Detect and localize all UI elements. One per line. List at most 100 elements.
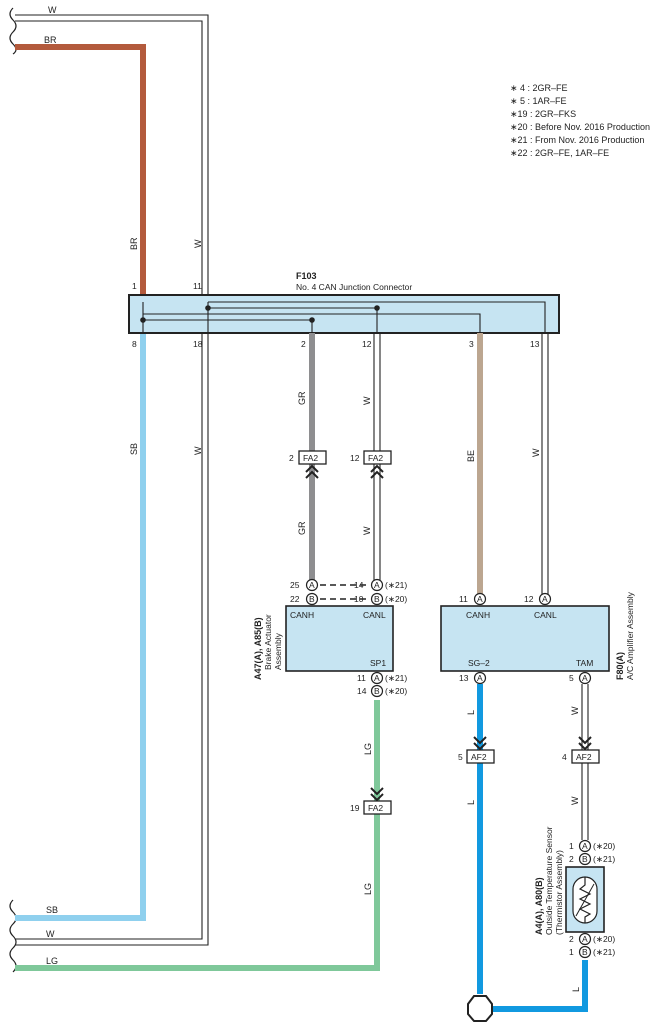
wire-label-be: BE xyxy=(466,450,476,462)
brake-pin-letter: B xyxy=(374,686,380,696)
ac-name: A/C Amplifier Assembly xyxy=(625,591,635,680)
connector-fa2-gr: FA2 2 xyxy=(289,450,327,479)
brake-canl: CANL xyxy=(363,610,386,620)
connector-fa2-lg-pin: 19 xyxy=(350,803,360,813)
sensor-pins-top: 1 A (∗20) 2 B (∗21) xyxy=(569,839,615,866)
brake-name-1: Brake Actuator xyxy=(263,614,273,670)
wire-label-gr-2: GR xyxy=(297,521,307,535)
wire-label-w12-2: W xyxy=(362,526,372,535)
wire-label-br: BR xyxy=(129,237,139,250)
ac-pin-letter: A xyxy=(542,594,548,604)
brake-pin-letter: B xyxy=(309,594,315,604)
brake-name-2: Assembly xyxy=(273,632,283,670)
wire-label-lg-1: LG xyxy=(363,743,373,755)
brake-pin-letter: A xyxy=(374,580,380,590)
wire-br xyxy=(15,44,146,302)
ground-icon xyxy=(467,995,493,1022)
ac-pin-11: 11 xyxy=(459,594,468,604)
brake-canh: CANH xyxy=(290,610,314,620)
sensor-pin-2b: 2 xyxy=(569,934,574,944)
sensor-pin-letter: A xyxy=(582,841,588,851)
brake-sp1: SP1 xyxy=(370,658,386,668)
connector-fa2-lg: FA2 19 xyxy=(350,787,392,815)
wire-label-lg-2: LG xyxy=(363,883,373,895)
sensor-tag-20b: (∗20) xyxy=(593,934,615,944)
wire-label-w-bottom: W xyxy=(46,929,55,939)
sensor-tag-20: (∗20) xyxy=(593,841,615,851)
ac-pin-letter: A xyxy=(477,673,483,683)
chevron-icon xyxy=(370,464,384,479)
wire-label-l-2: L xyxy=(466,800,476,805)
note-2: ∗ 5 : 1AR–FE xyxy=(510,96,567,106)
connector-fa2-w: FA2 12 xyxy=(350,450,392,479)
wire-w-top xyxy=(15,14,209,946)
wire-label-w11: W xyxy=(193,239,203,248)
sensor-name-2: (Thermistor Assembly) xyxy=(554,850,564,935)
sensor-tag-21: (∗21) xyxy=(593,854,615,864)
junction-pin-3: 3 xyxy=(469,339,474,349)
connector-af2-l-pin: 5 xyxy=(458,752,463,762)
wire-label-sb: SB xyxy=(129,443,139,455)
wire-break-marks xyxy=(9,7,17,973)
ac-pin-letter: A xyxy=(477,594,483,604)
ac-pin-letter: A xyxy=(582,673,588,683)
note-4: ∗20 : Before Nov. 2016 Production xyxy=(510,122,650,132)
brake-pin-letter: A xyxy=(374,673,380,683)
brake-tag-20: (∗20) xyxy=(385,594,407,604)
brake-id: A47(A), A85(B) xyxy=(253,617,263,680)
connector-af2-l-name: AF2 xyxy=(471,752,487,762)
ac-pin-12: 12 xyxy=(524,594,534,604)
brake-pin-10: 10 xyxy=(354,594,364,604)
brake-sp1-pins: 11 A (∗21) 14 B (∗20) xyxy=(357,671,407,698)
ac-id: F80(A) xyxy=(615,652,625,680)
sensor-pin-letter: B xyxy=(582,854,588,864)
junction-pin-12: 12 xyxy=(362,339,372,349)
sensor-pin-letter: B xyxy=(582,947,588,957)
chevron-icon xyxy=(473,736,487,751)
wire-label-br-top: BR xyxy=(44,35,57,45)
junction-id: F103 xyxy=(296,271,317,281)
brake-pin-22: 22 xyxy=(290,594,300,604)
ac-pin-5: 5 xyxy=(569,673,574,683)
junction-pin-2: 2 xyxy=(301,339,306,349)
wire-label-gr-1: GR xyxy=(297,391,307,405)
sensor-pins-bottom: 2 A (∗20) 1 B (∗21) xyxy=(569,932,615,959)
junction-pin-13: 13 xyxy=(530,339,540,349)
connector-af2-w: AF2 4 xyxy=(562,736,600,764)
note-6: ∗22 : 2GR–FE, 1AR–FE xyxy=(510,148,609,158)
ac-pins-bottom: 13 A 5 A xyxy=(459,671,592,685)
connector-af2-l: AF2 5 xyxy=(458,736,495,764)
wire-label-w-top: W xyxy=(48,5,57,15)
sensor-pin-2: 2 xyxy=(569,854,574,864)
wire-label-w18: W xyxy=(193,446,203,455)
wire-lg xyxy=(15,700,380,971)
thermistor-icon xyxy=(572,876,598,924)
connector-af2-w-pin: 4 xyxy=(562,752,567,762)
wire-label-sb-bottom: SB xyxy=(46,905,58,915)
junction-internal-lines xyxy=(142,301,546,332)
note-5: ∗21 : From Nov. 2016 Production xyxy=(510,135,644,145)
sensor-pin-1b: 1 xyxy=(569,947,574,957)
brake-pin-11: 11 xyxy=(357,673,366,683)
brake-pin-25: 25 xyxy=(290,580,300,590)
wire-label-w13: W xyxy=(531,448,541,457)
brake-pin-14: 14 xyxy=(354,580,364,590)
sensor-name-1: Outside Temperature Sensor xyxy=(544,826,554,935)
sensor-pin-letter: A xyxy=(582,934,588,944)
ac-pin-13: 13 xyxy=(459,673,469,683)
brake-tag-20b: (∗20) xyxy=(385,686,407,696)
connector-fa2-w-name: FA2 xyxy=(368,453,383,463)
connector-fa2-gr-pin: 2 xyxy=(289,453,294,463)
connector-fa2-gr-name: FA2 xyxy=(303,453,318,463)
junction-pin-18: 18 xyxy=(193,339,203,349)
ac-amplifier-box xyxy=(440,605,610,672)
wire-l xyxy=(477,684,588,1012)
connector-af2-w-name: AF2 xyxy=(576,752,592,762)
connector-fa2-w-pin: 12 xyxy=(350,453,360,463)
connector-fa2-lg-name: FA2 xyxy=(368,803,383,813)
brake-tag-21b: (∗21) xyxy=(385,673,407,683)
junction-pin-11: 11 xyxy=(193,281,202,291)
wire-label-w-tam-2: W xyxy=(570,796,580,805)
sensor-pin-1: 1 xyxy=(569,841,574,851)
